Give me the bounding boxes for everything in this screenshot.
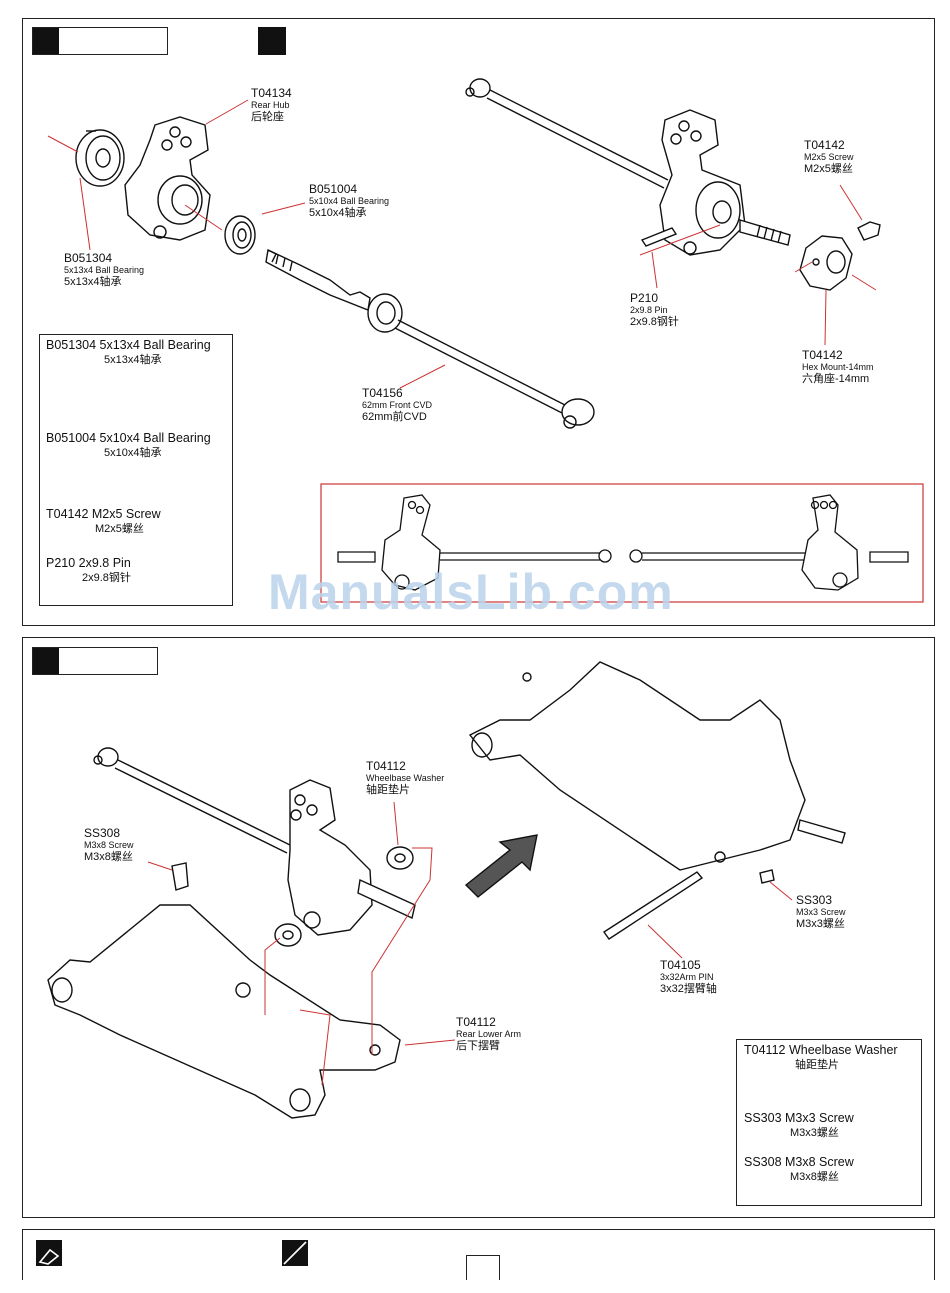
rear-hub-drawing (124, 116, 211, 241)
legend-item-sub: 轴距垫片 (795, 1059, 839, 1071)
label-b051304: B051304 5x13x4 Ball Bearing 5x13x4轴承 (64, 252, 144, 288)
legend-item-sub: M2x5螺丝 (95, 523, 144, 535)
legend-item-title: SS308 M3x8 Screw (744, 1155, 854, 1169)
part-name-en: 3x32Arm PIN (660, 972, 714, 982)
label-p210: P210 2x9.8 Pin 2x9.8钢针 (630, 292, 679, 328)
legend-item-title: B051004 5x10x4 Ball Bearing (46, 431, 211, 445)
part-name-en: M3x8 Screw (84, 840, 134, 850)
part-name-zh: 5x10x4轴承 (309, 207, 367, 219)
part-name-zh: 后下摆臂 (456, 1040, 500, 1052)
legend-item-title: B051304 5x13x4 Ball Bearing (46, 338, 211, 352)
step2-badge (32, 647, 158, 675)
part-code: P210 (630, 291, 659, 305)
part-name-en: Hex Mount-14mm (802, 362, 874, 372)
label-t04156: T04156 62mm Front CVD 62mm前CVD (362, 387, 432, 423)
label-t04142-hex: T04142 Hex Mount-14mm 六角座-14mm (802, 349, 874, 385)
part-name-zh: 3x32摆臂轴 (660, 983, 717, 995)
detail-box-drawing (337, 494, 909, 591)
label-t04112-washer: T04112 Wheelbase Washer 轴距垫片 (366, 760, 444, 796)
part-name-zh: 2x9.8钢针 (630, 316, 679, 328)
part-code: T04112 (456, 1015, 496, 1029)
part-code: SS303 (796, 893, 833, 907)
part-name-zh: 六角座-14mm (802, 373, 870, 385)
legend-item-title: SS303 M3x3 Screw (744, 1111, 854, 1125)
m2x5-screw-drawing (857, 221, 881, 241)
legend-item-sub: M3x8螺丝 (790, 1171, 839, 1183)
part-name-en: M3x3 Screw (796, 907, 846, 917)
part-name-en: 2x9.8 Pin (630, 305, 668, 315)
part-code: T04105 (660, 958, 701, 972)
part-code: B051004 (309, 182, 358, 196)
legend-item-title: T04112 Wheelbase Washer (744, 1043, 898, 1057)
part-name-zh: 轴距垫片 (366, 784, 410, 796)
bearing-5x10x4-drawing (224, 215, 256, 255)
assembled-hub-drawing (465, 78, 791, 256)
step2-parts-legend (736, 1039, 922, 1206)
label-t04134: T04134 Rear Hub 后轮座 (251, 87, 292, 123)
part-code: T04142 (804, 138, 845, 152)
legend-item-sub: 2x9.8钢针 (82, 572, 131, 584)
watermark: ManualsLib.com (268, 564, 674, 620)
legend-item-sub: M3x3螺丝 (790, 1127, 839, 1139)
part-name-zh: 后轮座 (251, 111, 284, 123)
label-t04112-arm: T04112 Rear Lower Arm 后下摆臂 (456, 1016, 521, 1052)
step1-badge (32, 27, 168, 55)
legend-item-title: T04142 M2x5 Screw (46, 507, 161, 521)
part-name-en: Rear Hub (251, 100, 290, 110)
part-name-zh: 5x13x4轴承 (64, 276, 122, 288)
part-name-zh: M3x8螺丝 (84, 851, 133, 863)
part-name-en: M2x5 Screw (804, 152, 854, 162)
part-name-zh: M3x3螺丝 (796, 918, 845, 930)
part-name-zh: M2x5螺丝 (804, 163, 853, 175)
bearing-5x13x4-drawing (75, 129, 125, 187)
part-code: T04134 (251, 86, 292, 100)
part-name-en: 5x10x4 Ball Bearing (309, 196, 390, 206)
part-name-en: Rear Lower Arm (456, 1029, 522, 1039)
step1-sub-badge (258, 27, 286, 55)
part-code: T04142 (802, 348, 843, 362)
part-name-en: 5x13x4 Ball Bearing (64, 265, 145, 275)
part-code: SS308 (84, 826, 121, 840)
part-name-zh: 62mm前CVD (362, 411, 427, 423)
legend-item-sub: 5x10x4轴承 (104, 447, 162, 459)
page-number-tab (466, 1255, 500, 1280)
part-code: T04112 (366, 759, 406, 773)
hex-mount-drawing (799, 235, 853, 291)
label-t04142-screw: T04142 M2x5 Screw M2x5螺丝 (804, 139, 854, 175)
part-code: T04156 (362, 386, 403, 400)
pin-drawing (640, 227, 678, 247)
label-t04105: T04105 3x32Arm PIN 3x32摆臂轴 (660, 959, 717, 995)
part-code: B051304 (64, 251, 113, 265)
part-name-en: Wheelbase Washer (366, 773, 445, 783)
legend-item-title: P210 2x9.8 Pin (46, 556, 131, 570)
front-cvd-drawing (265, 248, 595, 429)
legend-item-sub: 5x13x4轴承 (104, 354, 162, 366)
label-ss308: SS308 M3x8 Screw M3x8螺丝 (84, 827, 134, 863)
part-name-en: 62mm Front CVD (362, 400, 433, 410)
step2-exploded-drawing (47, 661, 846, 1119)
label-ss303: SS303 M3x3 Screw M3x3螺丝 (796, 894, 846, 930)
label-b051004: B051004 5x10x4 Ball Bearing 5x10x4轴承 (309, 183, 389, 219)
step1-parts-legend (39, 334, 233, 606)
